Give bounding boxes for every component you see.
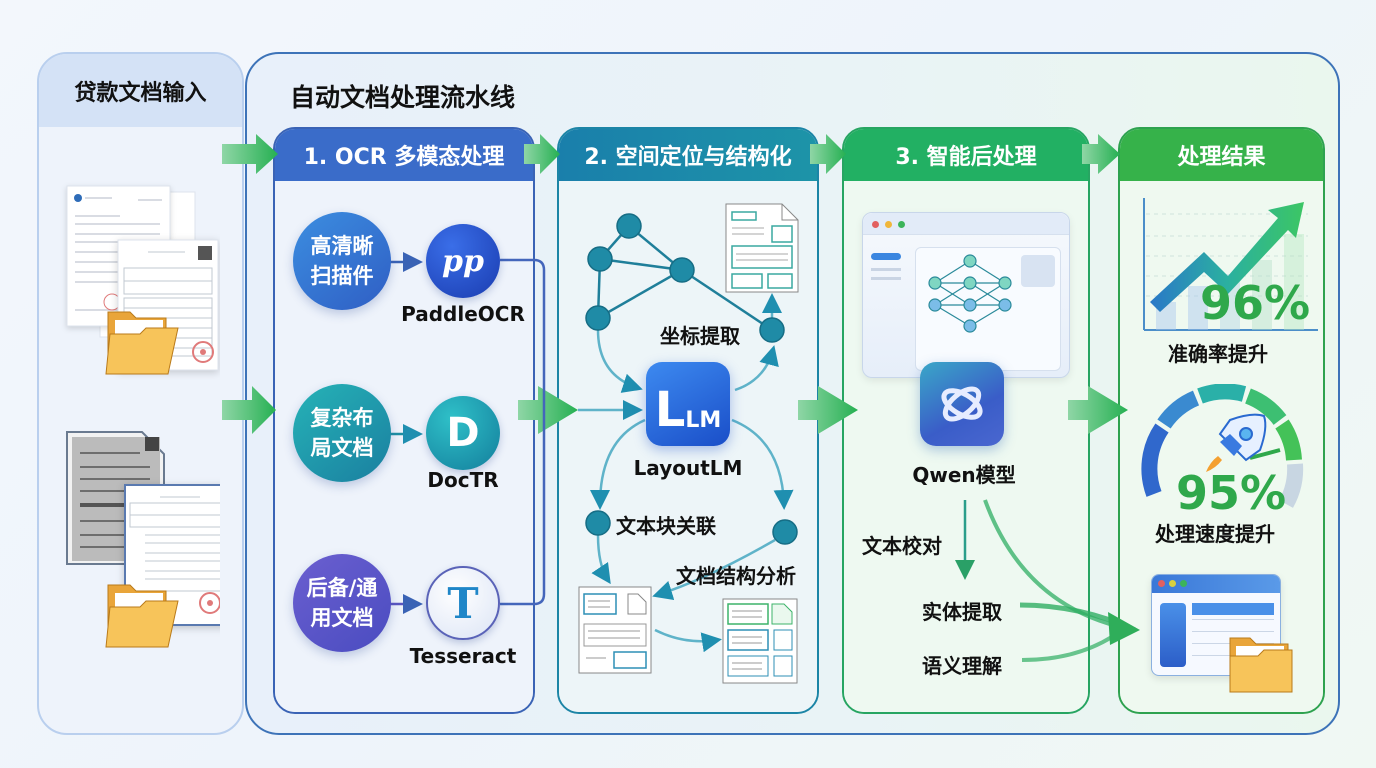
category-high-res-scan: 高清晰扫描件 bbox=[293, 212, 391, 310]
stage-title: 1. OCR 多模态处理 bbox=[275, 129, 533, 181]
stage-title: 3. 智能后处理 bbox=[844, 129, 1088, 181]
category-label: 后备/通 bbox=[306, 576, 378, 600]
window-maximize-dot bbox=[898, 221, 905, 228]
doctr-logo-icon: D bbox=[426, 396, 500, 470]
window-minimize-dot bbox=[885, 221, 892, 228]
category-complex-layout: 复杂布局文档 bbox=[293, 384, 391, 482]
rocket-icon bbox=[1206, 413, 1267, 472]
speed-label: 处理速度提升 bbox=[1155, 522, 1275, 546]
step-coordinate-extraction: 坐标提取 bbox=[660, 324, 740, 348]
layoutlm-icon-text: LM bbox=[685, 408, 722, 433]
step-entity-extraction: 实体提取 bbox=[922, 600, 1002, 624]
speed-gauge-icon bbox=[1141, 384, 1304, 508]
scanned-documents-icon bbox=[66, 431, 220, 648]
stage-title: 处理结果 bbox=[1120, 129, 1323, 181]
step-semantic-understanding: 语义理解 bbox=[922, 654, 1002, 678]
neural-network-icon bbox=[928, 254, 1012, 333]
tesseract-logo-icon: T bbox=[426, 566, 500, 640]
folder-icon bbox=[105, 584, 179, 648]
engine-label: PaddleOCR bbox=[401, 302, 525, 326]
document-layout-icon bbox=[725, 203, 799, 293]
folder-icon bbox=[105, 311, 179, 375]
paddleocr-logo-icon: pp bbox=[426, 224, 500, 298]
category-label: 复杂布 bbox=[310, 406, 374, 430]
qwen-logo-icon bbox=[920, 362, 1004, 446]
category-label: 用文档 bbox=[310, 606, 374, 630]
category-label: 高清晰 bbox=[310, 234, 374, 258]
model-label-qwen: Qwen模型 bbox=[912, 463, 1016, 487]
accuracy-label: 准确率提升 bbox=[1168, 342, 1268, 366]
engine-label: Tesseract bbox=[409, 644, 517, 668]
model-label-layoutlm: LayoutLM bbox=[633, 456, 743, 480]
category-fallback-general: 后备/通用文档 bbox=[293, 554, 391, 652]
document-before-icon bbox=[578, 586, 652, 674]
step-text-proofreading: 文本校对 bbox=[862, 534, 942, 558]
window-close-dot bbox=[872, 221, 879, 228]
accuracy-chart-icon bbox=[1143, 198, 1318, 331]
app-window-mockup bbox=[862, 212, 1070, 378]
stage-title: 2. 空间定位与结构化 bbox=[559, 129, 817, 181]
document-structured-icon bbox=[722, 598, 798, 684]
input-panel-title: 贷款文档输入 bbox=[39, 54, 242, 127]
accuracy-value: 96% bbox=[1200, 276, 1311, 330]
category-label: 扫描件 bbox=[310, 264, 374, 288]
loan-documents-icon bbox=[66, 185, 219, 375]
pipeline-title: 自动文档处理流水线 bbox=[290, 83, 516, 112]
speed-value: 95% bbox=[1176, 466, 1287, 520]
results-folder-icon bbox=[1229, 637, 1293, 693]
step-document-structure-analysis: 文档结构分析 bbox=[676, 564, 796, 588]
category-label: 局文档 bbox=[310, 436, 374, 460]
step-text-block-association: 文本块关联 bbox=[616, 514, 716, 538]
engine-label: DocTR bbox=[427, 468, 499, 492]
